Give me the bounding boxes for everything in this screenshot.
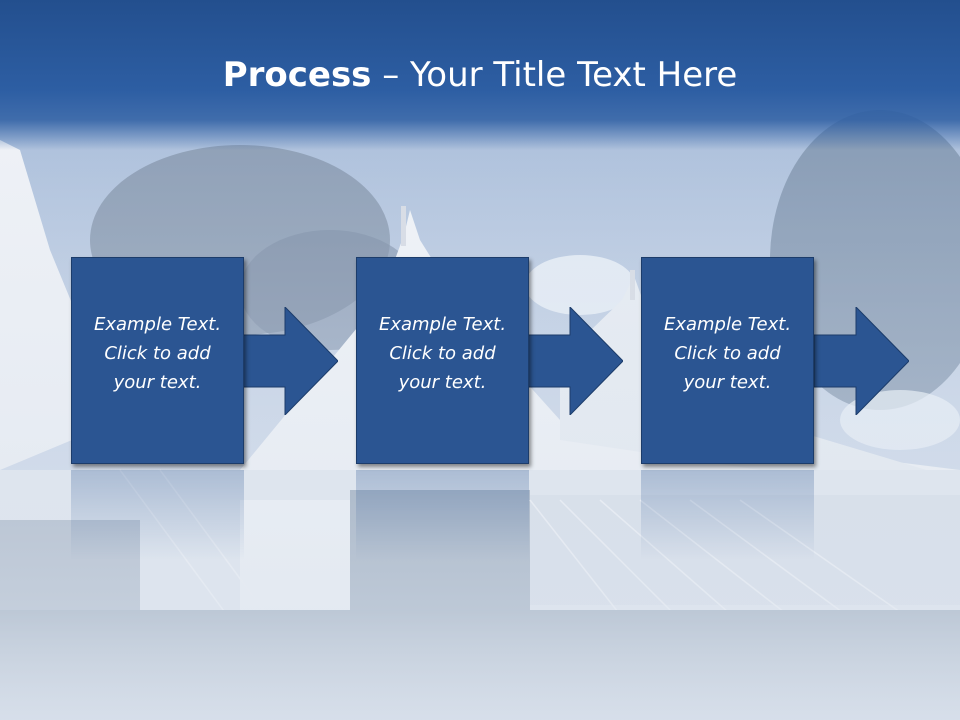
process-step-box-1[interactable]: Example Text. Click to add your text. xyxy=(71,257,244,464)
step-text: Example Text. Click to add your text. xyxy=(663,314,792,393)
arrow-right-icon xyxy=(814,307,909,415)
process-step-box-3[interactable]: Example Text. Click to add your text. xyxy=(641,257,814,464)
arrow-right-icon xyxy=(528,307,623,415)
title-bar xyxy=(0,0,960,150)
title-bold-text: Process xyxy=(222,55,372,95)
reflection xyxy=(0,470,960,560)
slide-title[interactable]: Process – Your Title Text Here xyxy=(0,50,960,100)
arrow-right-icon xyxy=(243,307,338,415)
step-text: Example Text. Click to add your text. xyxy=(93,314,222,393)
process-step-box-2[interactable]: Example Text. Click to add your text. xyxy=(356,257,529,464)
step-text: Example Text. Click to add your text. xyxy=(378,314,507,393)
title-rest-text: – Your Title Text Here xyxy=(371,55,738,95)
